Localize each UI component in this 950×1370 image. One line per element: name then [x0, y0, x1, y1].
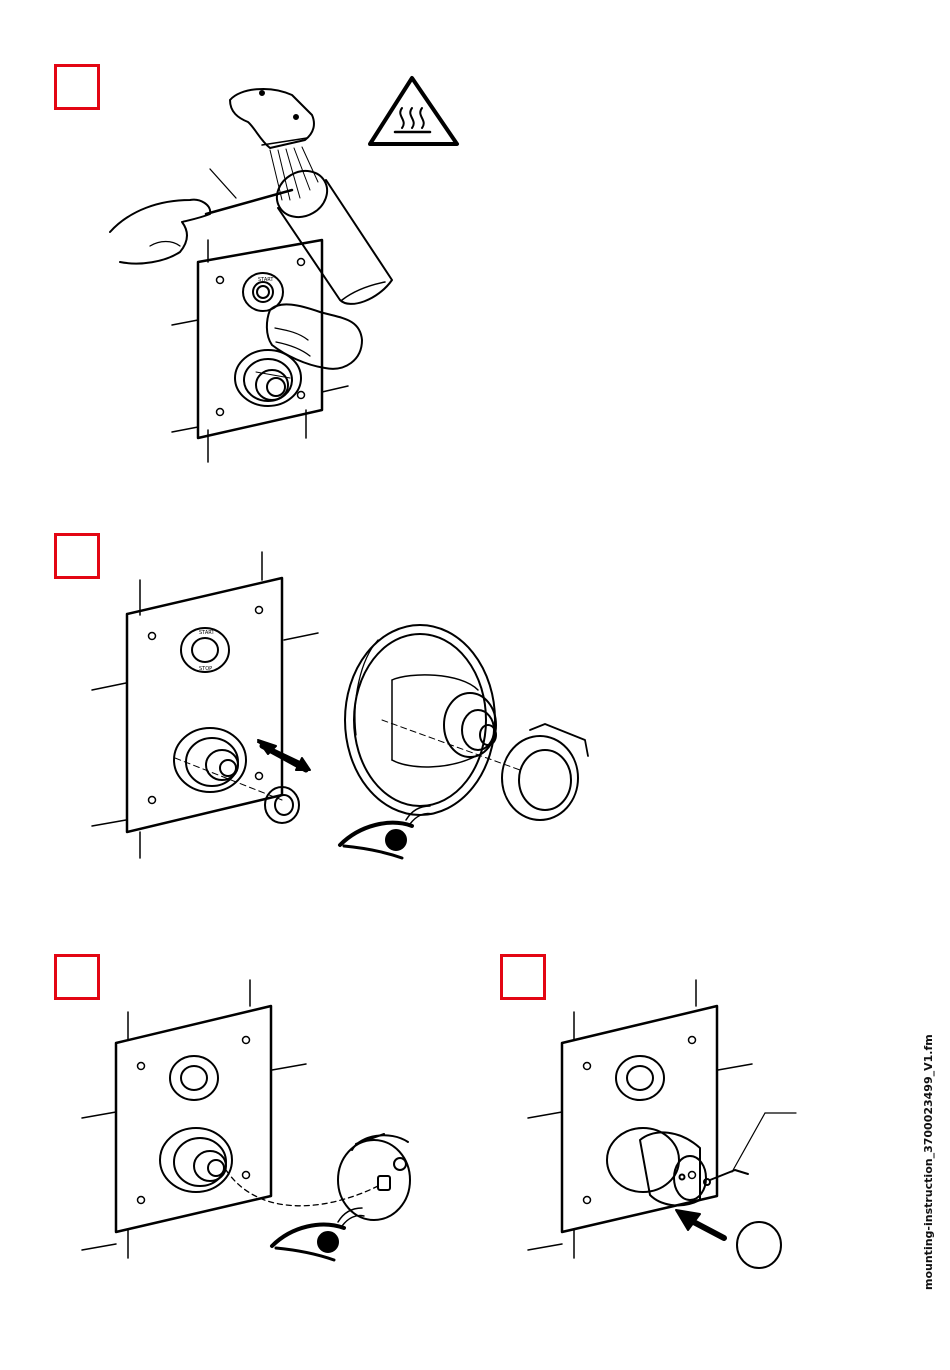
valve-detail-zoom	[345, 625, 496, 815]
cover-cap	[737, 1222, 781, 1268]
measuring-cup	[268, 162, 392, 304]
hot-surface-warning-icon	[370, 78, 457, 144]
step-1-illustration: START	[110, 89, 392, 462]
mounting-plate	[127, 578, 282, 832]
start-label: START	[258, 277, 274, 283]
shower-head	[230, 89, 314, 148]
start-stop-button	[170, 1056, 218, 1100]
valve-body	[235, 350, 301, 406]
start-label: START	[199, 630, 215, 636]
eye-icon	[272, 1208, 364, 1260]
mounting-plate	[562, 1006, 717, 1232]
retaining-ring-large	[502, 724, 588, 820]
left-hand	[110, 200, 210, 264]
start-stop-button	[616, 1056, 664, 1100]
right-hand	[267, 304, 362, 368]
valve-body	[174, 728, 246, 792]
step-2-illustration: START STOP	[92, 552, 588, 858]
mounting-plate	[116, 1006, 271, 1232]
stop-label: STOP	[199, 666, 212, 672]
eye-icon	[340, 806, 432, 858]
footer-filename: mounting-instruction_3700023499_V1.fm	[922, 1034, 935, 1290]
step-3-illustration	[82, 980, 410, 1258]
push-arrow	[676, 1210, 724, 1238]
valve-body	[160, 1128, 232, 1192]
handle-mounted	[607, 1128, 706, 1205]
plate-screws	[584, 1037, 696, 1204]
handle-cap	[338, 1134, 410, 1220]
mounting-plate	[198, 240, 322, 438]
plate-screws	[149, 607, 263, 804]
step-4-illustration	[528, 980, 796, 1268]
